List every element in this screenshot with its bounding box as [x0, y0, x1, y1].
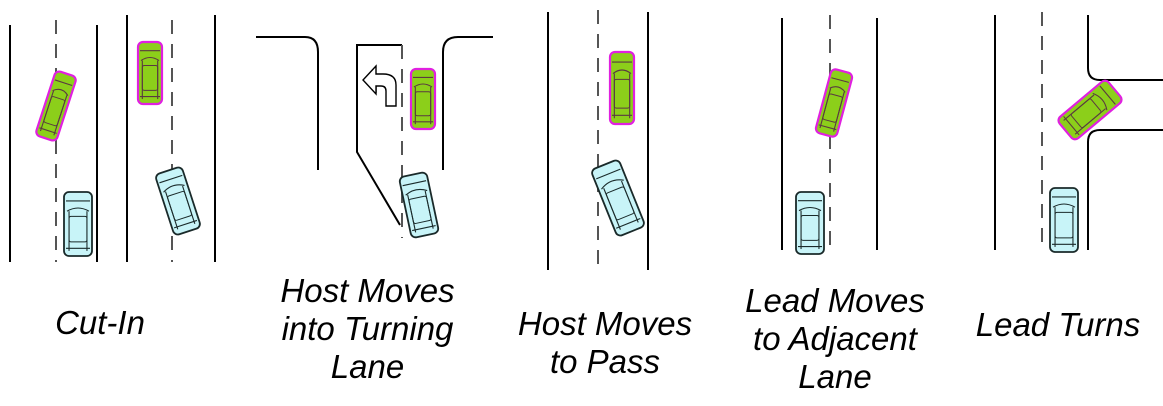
caption-line: Lead Turns [975, 306, 1141, 343]
caption-lead-adjacent: Lead Moves to Adjacent Lane [720, 282, 950, 396]
left-turn-arrow-icon [362, 64, 397, 107]
caption-line: Cut-In [55, 304, 145, 341]
caption-line: Lead Moves [745, 282, 925, 319]
host-vehicle [795, 191, 825, 255]
road-curb [442, 36, 493, 170]
caption-line: Host Moves [517, 305, 693, 342]
caption-host-pass: Host Moves to Pass [495, 305, 715, 381]
road-curb [1087, 15, 1163, 81]
lead-vehicle [409, 67, 437, 131]
lead-vehicle [814, 68, 854, 138]
host-vehicle [591, 159, 645, 237]
host-vehicle [63, 191, 93, 257]
panel-lead-adjacent [781, 15, 878, 250]
host-vehicle [1049, 187, 1079, 253]
lead-vehicle [136, 40, 164, 106]
lead-vehicle [35, 70, 77, 142]
road-curb [1087, 129, 1163, 250]
caption-line: into Turning [281, 310, 454, 347]
host-vehicle [398, 171, 440, 239]
panel-host-pass [547, 10, 649, 270]
caption-cut-in: Cut-In [20, 304, 180, 342]
turning-lane-outline [356, 44, 402, 226]
caption-lead-turns: Lead Turns [958, 306, 1158, 344]
vehicles [35, 40, 1123, 257]
lead-vehicle [608, 50, 636, 126]
caption-line: to Pass [549, 343, 661, 380]
caption-line: Lane [330, 348, 405, 385]
host-vehicle [155, 166, 201, 236]
road-curb [256, 36, 319, 170]
caption-host-turning-lane: Host Moves into Turning Lane [255, 272, 480, 386]
caption-line: to Adjacent [753, 320, 917, 357]
caption-line: Host Moves [280, 272, 455, 309]
panel-lead-turns [994, 12, 1163, 250]
panel-host-turning-lane [256, 36, 493, 238]
lead-vehicle [1057, 79, 1123, 141]
caption-line: Lane [798, 358, 872, 395]
